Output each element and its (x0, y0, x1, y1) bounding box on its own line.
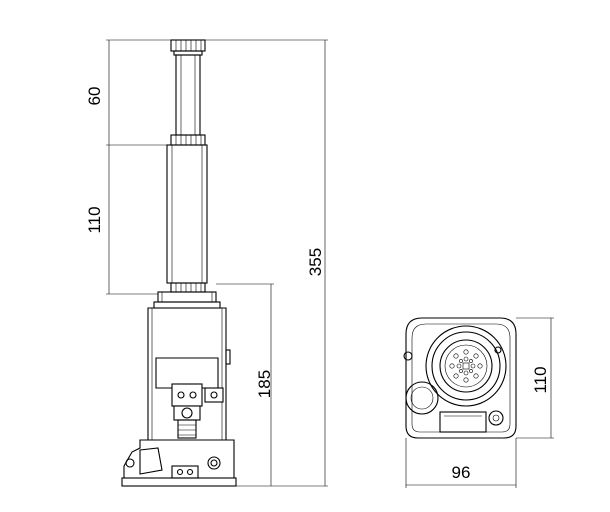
ram-extension-dimension: 60 (85, 87, 104, 106)
jack-base (121, 439, 237, 487)
base-depth-dimension: 110 (531, 366, 550, 393)
ram-collar-lower (170, 282, 206, 293)
pump-assembly (171, 383, 224, 439)
ram-collar-upper (170, 134, 206, 146)
saddle-cap (170, 39, 206, 56)
side-view-dimension-lines (106, 39, 328, 487)
extension-screw (175, 54, 201, 136)
top-view-bottle-jack (403, 317, 517, 439)
screw-extension-dimension: 110 (85, 206, 104, 233)
min-height-dimension: 185 (255, 370, 274, 398)
ram-tube (166, 144, 208, 284)
pump-bracket (155, 349, 231, 389)
overall-height-dimension: 355 (306, 248, 325, 276)
base-width-dimension: 96 (452, 463, 471, 482)
top-view-dimension-lines (405, 317, 554, 488)
cylinder-top-nut (153, 291, 221, 309)
side-view-bottle-jack (121, 39, 237, 487)
saddle-dot-pattern (449, 349, 483, 383)
